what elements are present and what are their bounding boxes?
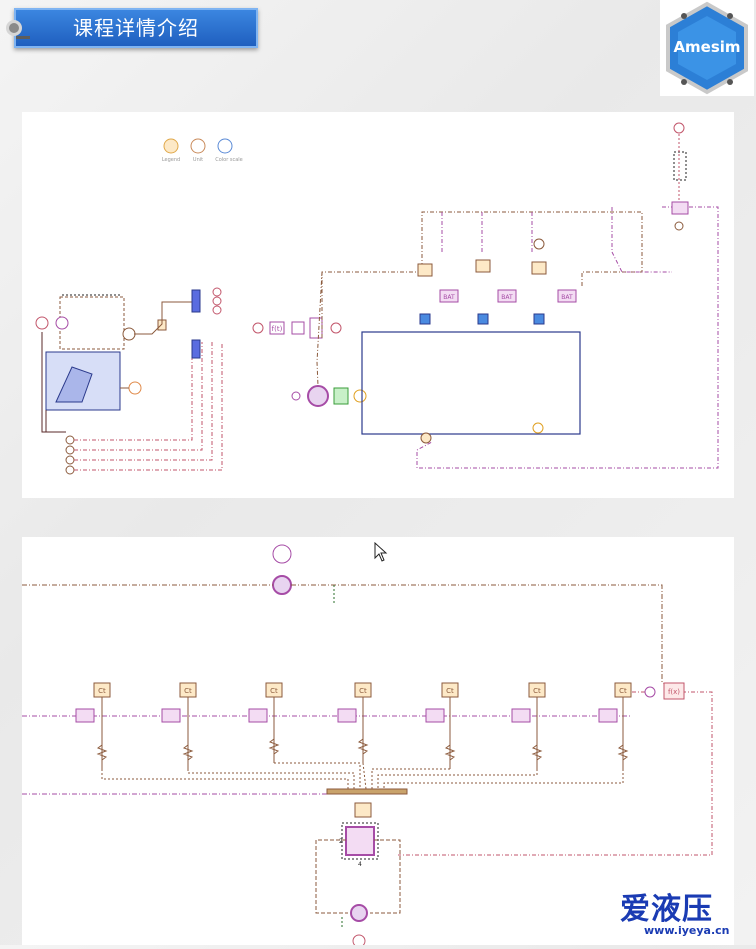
cell-label: Ct — [533, 687, 541, 695]
page-title-text: 课程详情介绍 — [73, 16, 199, 40]
watermark-brand: 爱液压 — [620, 892, 713, 927]
heat-exchanger-loop: 2 4 — [315, 802, 401, 948]
cell-row: Ct Ct Ct Ct Ct Ct Ct f(x) — [22, 682, 713, 856]
title-bullet-icon — [6, 20, 22, 36]
gain-label: f(t) — [272, 325, 283, 333]
title-connector — [16, 36, 30, 39]
battery-label: BAT — [501, 294, 513, 301]
amesim-logo: Amesim — [660, 0, 754, 96]
logo-text: Amesim — [673, 38, 740, 56]
cell-label: Ct — [98, 687, 106, 695]
cell-label: Ct — [619, 687, 627, 695]
battery-loop: BAT BAT BAT — [316, 122, 719, 469]
port-label: 2 — [339, 838, 343, 845]
mouse-cursor-icon — [374, 541, 388, 566]
system-diagram-top[interactable]: Legend Unit Color scale — [22, 112, 734, 498]
legend-label: Unit — [193, 157, 203, 163]
legend-label: Legend — [162, 157, 180, 163]
page-title: 课程详情介绍 — [6, 8, 258, 48]
system-diagram-bottom[interactable]: Ct Ct Ct Ct Ct Ct Ct f(x) — [22, 537, 734, 948]
watermark: 爱液压 www.iyeya.cn — [614, 884, 754, 942]
cell-label: Ct — [446, 687, 454, 695]
battery-label: BAT — [443, 294, 455, 301]
legend-label: Color scale — [215, 157, 243, 163]
cell-label: Ct — [184, 687, 192, 695]
cabin-subsystem — [35, 287, 223, 475]
legend-icons: Legend Unit Color scale — [162, 138, 243, 163]
battery-label: BAT — [561, 294, 573, 301]
cell-label: Ct — [270, 687, 278, 695]
pump-chain: f(t) — [252, 317, 367, 407]
top-signal-path — [22, 544, 673, 693]
function-label: f(x) — [668, 688, 680, 696]
watermark-url: www.iyeya.cn — [644, 924, 730, 937]
cell-label: Ct — [359, 687, 367, 695]
port-label: 4 — [358, 861, 362, 868]
